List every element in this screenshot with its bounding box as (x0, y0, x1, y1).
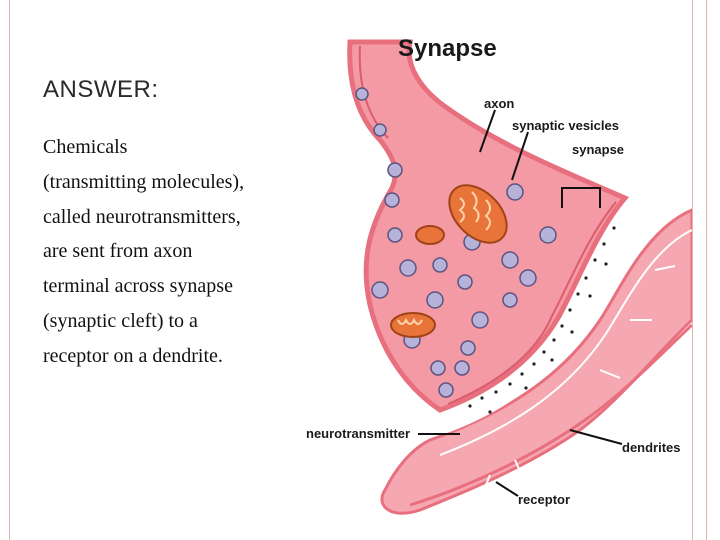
vesicle (438, 382, 454, 398)
vesicle (519, 269, 537, 287)
label-synapse: synapse (572, 142, 624, 157)
synaptic-cleft (435, 200, 645, 435)
vesicle (373, 123, 387, 137)
vesicle (387, 162, 403, 178)
answer-line: are sent from axon (43, 240, 193, 263)
answer-body: Chemicals (transmitting molecules), call… (43, 130, 303, 374)
slide-frame-left (9, 0, 10, 540)
mitochondrion-upper (448, 184, 508, 244)
receptor-spikes (479, 265, 676, 501)
vesicle (460, 340, 476, 356)
label-axon: axon (484, 96, 514, 111)
answer-line: (synaptic cleft) to a (43, 309, 198, 332)
vesicle (506, 183, 524, 201)
dendrite-lower-membrane (409, 323, 692, 507)
dendrites-leader-line (569, 429, 623, 445)
vesicle (454, 360, 470, 376)
synapse-illustration: Synapse axon synaptic vesicles synapse n… (306, 35, 692, 515)
answer-line: terminal across synapse (43, 275, 233, 298)
slide-frame-right-outer (692, 0, 693, 540)
answer-line: (transmitting molecules), (43, 170, 245, 193)
vesicle (371, 281, 389, 299)
receptor-leader-line (495, 481, 519, 497)
label-neurotransmitter: neurotransmitter (306, 426, 410, 441)
vesicle (432, 257, 448, 273)
vesicle (384, 192, 400, 208)
dendrite-inner-membrane (439, 229, 692, 456)
answer-line: receptor on a dendrite. (43, 344, 223, 367)
vesicle (399, 259, 417, 277)
synapse-bracket (561, 187, 601, 208)
vesicle (539, 226, 557, 244)
label-synaptic-vesicles: synaptic vesicles (512, 118, 619, 133)
vesicle (457, 274, 473, 290)
answer-heading: ANSWER: (43, 76, 159, 103)
dendrite-membrane (380, 208, 692, 515)
vesicle (501, 251, 519, 269)
neurotransmitter-molecules (468, 226, 616, 414)
vesicle (355, 87, 369, 101)
vesicle (430, 360, 446, 376)
vesicle (502, 292, 518, 308)
vesicle (471, 311, 489, 329)
diagram-title: Synapse (398, 35, 497, 62)
slide-frame-right-inner (706, 0, 707, 540)
answer-line: called neurotransmitters, (43, 205, 241, 228)
synapse-diagram: Synapse axon synaptic vesicles synapse n… (300, 20, 692, 540)
vesicles-leader-line (511, 131, 529, 181)
label-dendrites: dendrites (622, 440, 681, 455)
label-receptor: receptor (518, 492, 570, 507)
axon-leader-line (479, 109, 496, 153)
answer-line: Chemicals (43, 136, 128, 158)
mitochondrion-small (415, 225, 445, 245)
vesicle (387, 227, 403, 243)
vesicle (426, 291, 444, 309)
mitochondrion-lower (390, 312, 436, 338)
